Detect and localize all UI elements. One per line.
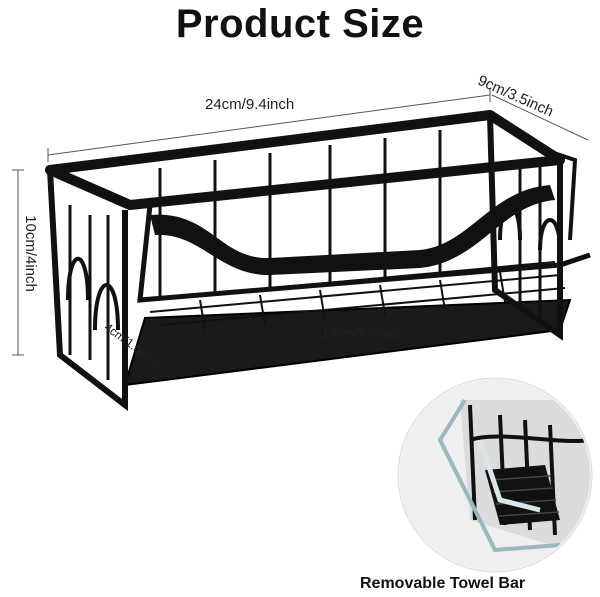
inner-width-label: 19cm/7.5inch <box>322 326 400 341</box>
page-title: Product Size <box>175 2 425 46</box>
inset-detail <box>397 377 593 573</box>
front-panel <box>150 185 555 276</box>
sponge-caddy <box>45 110 591 412</box>
towel-bar <box>137 204 591 303</box>
towel-bar-detail <box>437 398 561 553</box>
inset-caption: Removable Towel Bar <box>360 575 526 592</box>
width-label: 24cm/9.4inch <box>205 96 295 113</box>
top-frame <box>45 110 565 210</box>
height-label: 10cm/4inch <box>21 215 39 292</box>
drip-tray <box>123 298 572 387</box>
